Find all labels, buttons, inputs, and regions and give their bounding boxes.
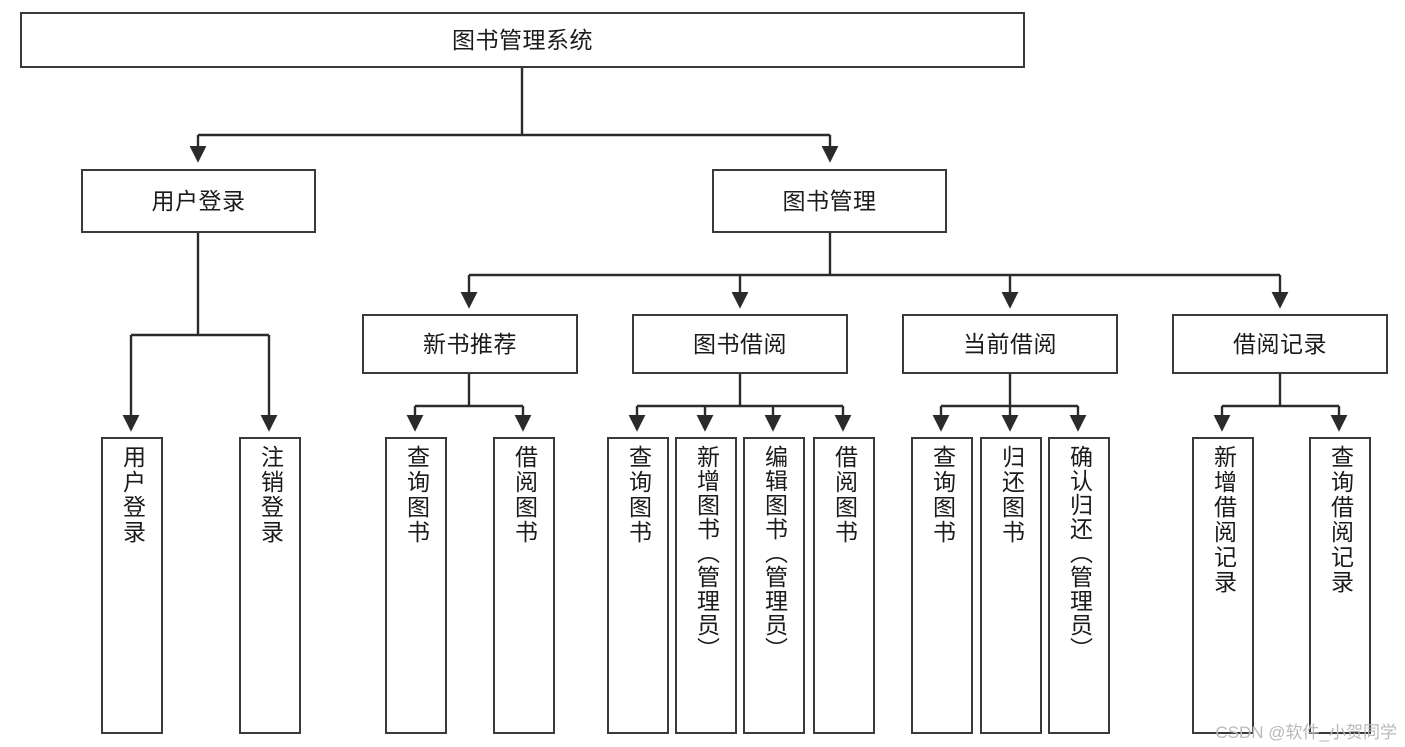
leaf-borrow-edit-book[interactable]: 编辑图书（管理员） xyxy=(743,437,805,734)
leaf-newbook-query[interactable]: 查询图书 xyxy=(385,437,447,734)
node-root[interactable]: 图书管理系统 xyxy=(20,12,1025,68)
leaf-borrow-lend-book[interactable]: 借阅图书 xyxy=(813,437,875,734)
leaf-user-logout[interactable]: 注销登录 xyxy=(239,437,301,734)
leaf-newbook-borrow[interactable]: 借阅图书 xyxy=(493,437,555,734)
leaf-borrow-add-book[interactable]: 新增图书（管理员） xyxy=(675,437,737,734)
leaf-record-query-label: 查询借阅记录 xyxy=(1327,445,1354,595)
leaf-current-query-label: 查询图书 xyxy=(929,445,956,545)
node-current-borrow-label: 当前借阅 xyxy=(963,330,1057,357)
node-borrow-record-label: 借阅记录 xyxy=(1233,330,1327,357)
leaf-current-return[interactable]: 归还图书 xyxy=(980,437,1042,734)
leaf-borrow-edit-book-label: 编辑图书（管理员） xyxy=(761,445,788,661)
leaf-newbook-query-label: 查询图书 xyxy=(403,445,430,545)
node-user-login[interactable]: 用户登录 xyxy=(81,169,316,233)
node-user-login-label: 用户登录 xyxy=(151,187,246,214)
leaf-borrow-query-label: 查询图书 xyxy=(625,445,652,545)
leaf-current-confirm-return[interactable]: 确认归还（管理员） xyxy=(1048,437,1110,734)
leaf-user-login-label: 用户登录 xyxy=(119,445,146,545)
node-new-book-recommend-label: 新书推荐 xyxy=(423,330,517,357)
leaf-current-return-label: 归还图书 xyxy=(998,445,1025,545)
leaf-user-login[interactable]: 用户登录 xyxy=(101,437,163,734)
node-book-management[interactable]: 图书管理 xyxy=(712,169,947,233)
node-borrow-record[interactable]: 借阅记录 xyxy=(1172,314,1388,374)
leaf-newbook-borrow-label: 借阅图书 xyxy=(511,445,538,545)
leaf-current-confirm-return-label: 确认归还（管理员） xyxy=(1066,445,1093,661)
node-current-borrow[interactable]: 当前借阅 xyxy=(902,314,1118,374)
leaf-record-add[interactable]: 新增借阅记录 xyxy=(1192,437,1254,734)
leaf-borrow-lend-book-label: 借阅图书 xyxy=(831,445,858,545)
node-root-label: 图书管理系统 xyxy=(452,26,593,53)
leaf-user-logout-label: 注销登录 xyxy=(257,445,284,545)
node-book-borrow-label: 图书借阅 xyxy=(693,330,787,357)
csdn-watermark: CSDN @软件_小贺同学 xyxy=(1215,723,1397,742)
leaf-borrow-add-book-label: 新增图书（管理员） xyxy=(693,445,720,661)
node-book-borrow[interactable]: 图书借阅 xyxy=(632,314,848,374)
leaf-record-query[interactable]: 查询借阅记录 xyxy=(1309,437,1371,734)
leaf-record-add-label: 新增借阅记录 xyxy=(1210,445,1237,595)
leaf-current-query[interactable]: 查询图书 xyxy=(911,437,973,734)
node-new-book-recommend[interactable]: 新书推荐 xyxy=(362,314,578,374)
leaf-borrow-query[interactable]: 查询图书 xyxy=(607,437,669,734)
node-book-management-label: 图书管理 xyxy=(782,187,877,214)
